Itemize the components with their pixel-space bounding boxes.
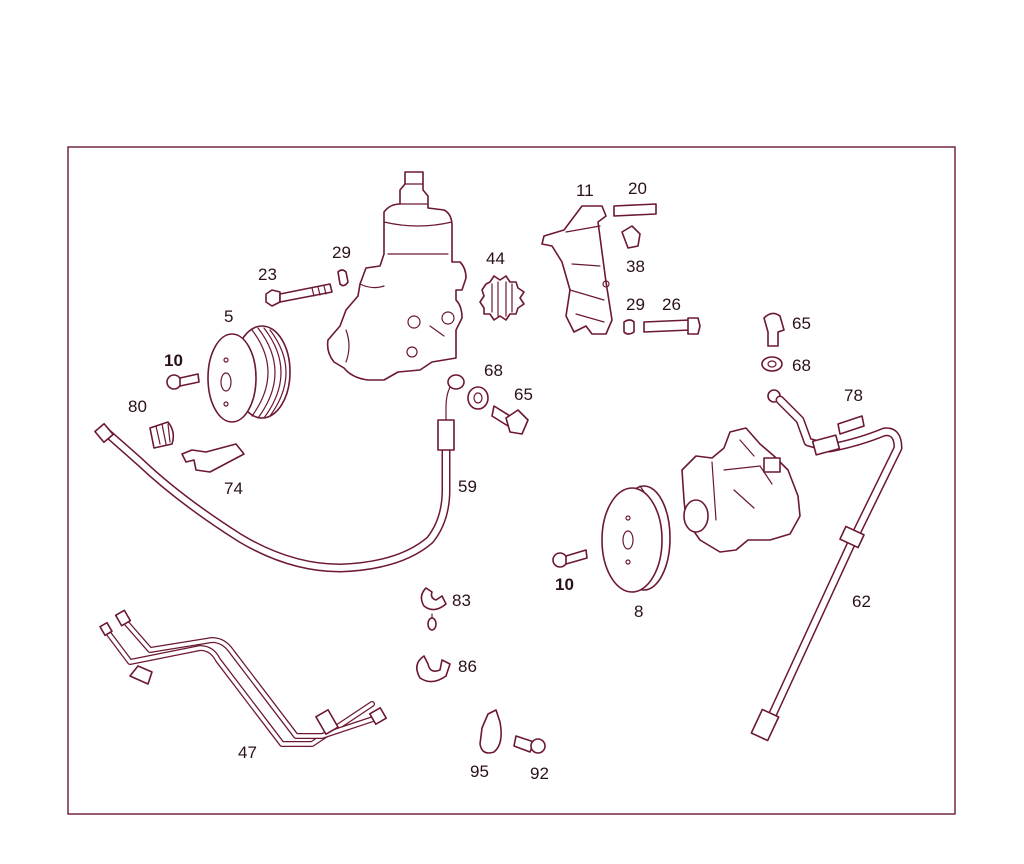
callout-86: 86 bbox=[458, 657, 477, 676]
callout-44: 44 bbox=[486, 249, 505, 268]
return-hose-62 bbox=[750, 389, 903, 742]
clamp-95 bbox=[479, 709, 502, 754]
callout-78: 78 bbox=[844, 386, 863, 405]
flange-bolt-10-left bbox=[166, 373, 200, 390]
drive-gear-44 bbox=[479, 275, 525, 321]
callout-8: 8 bbox=[634, 602, 643, 621]
callout-26: 26 bbox=[662, 295, 681, 314]
callout-23: 23 bbox=[258, 265, 277, 284]
banjo-bolt-65-center bbox=[491, 405, 529, 435]
bolt-92 bbox=[513, 735, 546, 754]
callout-11: 11 bbox=[576, 181, 594, 200]
callout-92: 92 bbox=[530, 764, 549, 783]
washer-68-right bbox=[761, 356, 783, 372]
callout-74: 74 bbox=[224, 479, 243, 498]
callout-38: 38 bbox=[626, 257, 645, 276]
washer-29-right bbox=[623, 319, 635, 335]
bushing-80 bbox=[149, 421, 175, 449]
callout-62: 62 bbox=[852, 592, 871, 611]
bolt-78 bbox=[837, 415, 865, 435]
pulley-8 bbox=[601, 485, 671, 593]
banjo-bolt-65-right bbox=[763, 312, 785, 347]
clamp-83 bbox=[420, 587, 447, 631]
clamp-86 bbox=[416, 655, 451, 683]
callout-10-right: 10 bbox=[555, 575, 574, 594]
callout-29-right: 29 bbox=[626, 295, 645, 314]
stud-20 bbox=[613, 203, 657, 217]
pipe-assembly-47 bbox=[99, 609, 387, 747]
callout-65-right: 65 bbox=[792, 314, 811, 333]
washer-29-upper bbox=[337, 269, 349, 287]
bracket-74 bbox=[181, 443, 245, 473]
callout-95: 95 bbox=[470, 762, 489, 781]
callout-5: 5 bbox=[224, 307, 233, 326]
washer-68-center bbox=[467, 386, 489, 410]
callout-80: 80 bbox=[128, 397, 147, 416]
callout-20: 20 bbox=[628, 179, 647, 198]
callout-68-right: 68 bbox=[792, 356, 811, 375]
pulley-5 bbox=[207, 325, 291, 423]
nut-38 bbox=[621, 225, 641, 249]
callout-68-center: 68 bbox=[484, 361, 503, 380]
callout-83: 83 bbox=[452, 591, 471, 610]
pressure-hose-59 bbox=[94, 374, 465, 573]
bolt-26 bbox=[643, 317, 701, 335]
callout-59: 59 bbox=[458, 477, 477, 496]
bolt-23 bbox=[265, 283, 333, 307]
callout-29-upper: 29 bbox=[332, 243, 351, 262]
diagram-border bbox=[67, 146, 956, 815]
callout-65-center: 65 bbox=[514, 385, 533, 404]
flange-bolt-10-right bbox=[552, 549, 588, 568]
callout-10-left: 10 bbox=[164, 351, 183, 370]
steering-pump-lower bbox=[681, 427, 801, 553]
mounting-bracket-11 bbox=[541, 205, 613, 335]
steering-pump-with-reservoir bbox=[326, 171, 467, 381]
callout-47: 47 bbox=[238, 743, 257, 762]
